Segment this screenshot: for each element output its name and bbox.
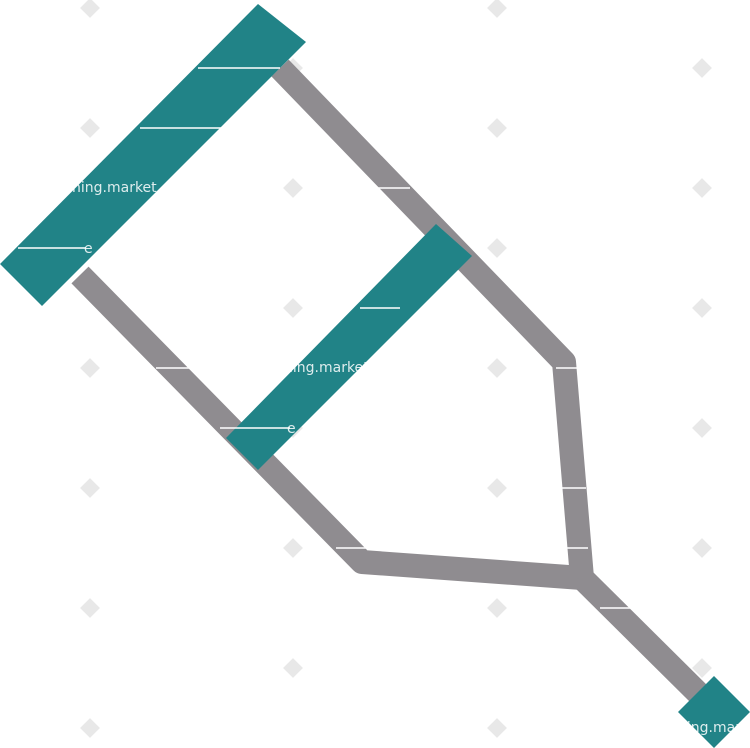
crutch-underarm-pad <box>0 4 306 306</box>
watermark-diamond <box>487 718 507 738</box>
watermark-diamond <box>80 118 100 138</box>
watermark-text: ning.market <box>678 720 750 736</box>
watermark-diamond <box>283 178 303 198</box>
watermark-diamond <box>692 418 712 438</box>
watermark-diamond <box>487 598 507 618</box>
watermark-diamond <box>80 598 100 618</box>
watermark-diamond <box>487 0 507 18</box>
watermark-letter: e <box>84 241 93 257</box>
watermark-diamond <box>692 658 712 678</box>
crutch-pads <box>0 4 750 748</box>
crutch-foot-shaft <box>573 569 709 704</box>
watermark-diamond <box>80 358 100 378</box>
watermark-diamond <box>692 178 712 198</box>
watermark-letter: e <box>287 421 296 437</box>
watermark-diamond <box>692 538 712 558</box>
watermark-diamond <box>692 298 712 318</box>
watermark-text: ning.market <box>284 360 369 376</box>
crutch-rubber-tip <box>678 676 750 748</box>
watermark-diamond <box>283 538 303 558</box>
watermark-diamond <box>80 718 100 738</box>
watermark-diamond-grid <box>80 0 712 738</box>
crutch-frame <box>71 59 709 704</box>
watermark-overlay <box>18 67 632 609</box>
crutch-hand-grip <box>226 224 472 470</box>
watermark-diamond <box>80 0 100 18</box>
watermark-diamond <box>487 118 507 138</box>
watermark-diamond <box>692 58 712 78</box>
watermark-diamond <box>283 298 303 318</box>
watermark-diamond <box>283 658 303 678</box>
watermark-diamond <box>487 238 507 258</box>
watermark-diamond <box>80 478 100 498</box>
watermark-text: ning.market <box>72 180 157 196</box>
crutch-inner-leg <box>271 59 594 579</box>
crutch-outer-leg <box>71 266 583 590</box>
watermark-diamond <box>487 358 507 378</box>
watermark-labels: ning.market ning.market ning.market e e <box>72 180 750 736</box>
watermark-diamond <box>487 478 507 498</box>
